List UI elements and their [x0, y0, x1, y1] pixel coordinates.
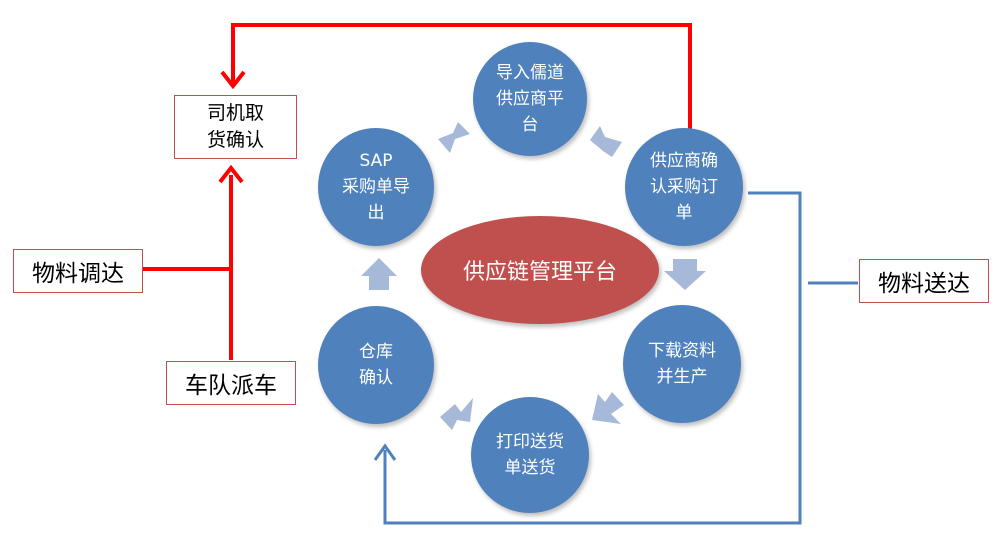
node-supplier-confirm-label: 供应商确 认采购订 单 — [650, 151, 718, 223]
node-warehouse-confirm-label: 仓库 确认 — [359, 342, 393, 388]
node-sap-export-label: SAP 采购单导 出 — [342, 151, 410, 223]
box-material-delivery-label: 物料送达 — [878, 271, 970, 297]
cycle-arrow-sap-to-import — [438, 122, 470, 153]
cycle-arrow-supplier-to-download — [664, 259, 706, 290]
node-print-ship: 打印送货 单送货 — [471, 397, 589, 513]
node-sap-export: SAP 采购单导 出 — [318, 128, 434, 246]
blue-line-supplier-to-warehouse — [383, 191, 802, 525]
supply-chain-platform: 供应链管理平台 — [421, 216, 659, 324]
node-import-platform: 导入儒道 供应商平 台 — [473, 42, 587, 156]
box-material-delivery: 物料送达 — [859, 259, 989, 303]
node-download-produce: 下载资料 并生产 — [623, 305, 741, 423]
node-supplier-confirm: 供应商确 认采购订 单 — [625, 128, 743, 246]
node-import-platform-label: 导入儒道 供应商平 台 — [496, 63, 564, 135]
cycle-arrow-warehouse-to-sap — [361, 258, 397, 290]
box-fleet-dispatch-label: 车队派车 — [185, 373, 277, 399]
cycle-arrow-download-to-print — [592, 392, 624, 424]
red-arrowhead-bottom — [218, 164, 244, 184]
supply-chain-platform-label: 供应链管理平台 — [462, 260, 617, 285]
red-arrowhead-top — [220, 70, 246, 90]
box-driver-confirm-label: 司机取 货确认 — [206, 102, 264, 151]
box-fleet-dispatch: 车队派车 — [166, 361, 296, 405]
box-material-dispatch-label: 物料调达 — [32, 261, 124, 287]
red-line-supplier-to-driver — [231, 23, 692, 130]
cycle-arrow-import-to-supplier — [590, 126, 622, 157]
node-warehouse-confirm: 仓库 确认 — [318, 306, 434, 424]
box-driver-confirm: 司机取 货确认 — [174, 95, 297, 159]
cycle-arrow-print-to-warehouse — [440, 398, 473, 430]
node-download-produce-label: 下载资料 并生产 — [648, 341, 716, 387]
blue-arrowhead — [373, 443, 397, 461]
node-print-ship-label: 打印送货 单送货 — [496, 432, 564, 478]
box-material-dispatch: 物料调达 — [13, 249, 143, 293]
